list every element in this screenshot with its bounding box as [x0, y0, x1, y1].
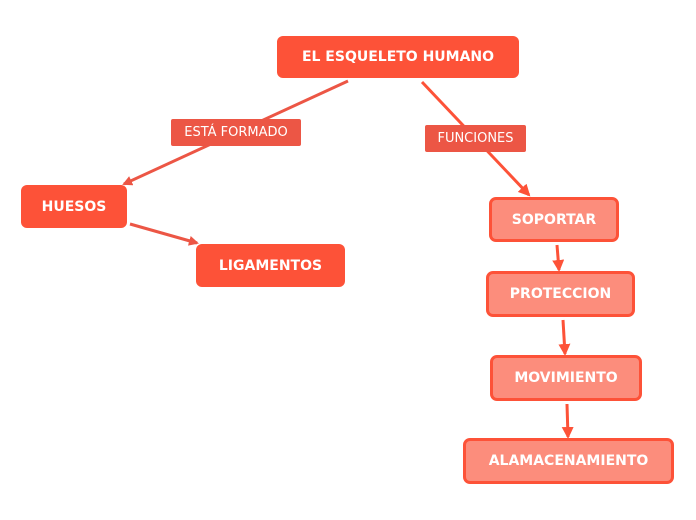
- node-movimiento[interactable]: MOVIMIENTO: [490, 355, 642, 401]
- edge-label-funciones-text: FUNCIONES: [437, 131, 514, 146]
- node-root-label: EL ESQUELETO HUMANO: [301, 49, 495, 65]
- node-proteccion-label: PROTECCION: [509, 286, 612, 302]
- node-ligamentos[interactable]: LIGAMENTOS: [196, 244, 345, 287]
- edge-soportar-proteccion: [552, 244, 565, 272]
- edge-movimiento-almacenamiento: [561, 403, 574, 439]
- node-soportar[interactable]: SOPORTAR: [489, 197, 619, 242]
- node-huesos-label: HUESOS: [41, 198, 107, 215]
- edge-label-esta-formado: ESTÁ FORMADO: [171, 119, 301, 146]
- node-movimiento-label: MOVIMIENTO: [514, 370, 618, 386]
- node-ligamentos-label: LIGAMENTOS: [218, 257, 323, 274]
- edge-huesos-ligamentos: [129, 222, 199, 246]
- edge-label-funciones: FUNCIONES: [425, 125, 526, 152]
- node-huesos[interactable]: HUESOS: [21, 185, 127, 228]
- node-almacenamiento-label: ALAMACENAMIENTO: [488, 453, 649, 469]
- node-soportar-label: SOPORTAR: [511, 211, 597, 228]
- node-proteccion[interactable]: PROTECCION: [486, 271, 635, 317]
- edge-label-esta-formado-text: ESTÁ FORMADO: [184, 125, 288, 140]
- node-root[interactable]: EL ESQUELETO HUMANO: [277, 36, 519, 78]
- edge-proteccion-movimiento: [558, 319, 571, 356]
- node-almacenamiento[interactable]: ALAMACENAMIENTO: [463, 438, 674, 484]
